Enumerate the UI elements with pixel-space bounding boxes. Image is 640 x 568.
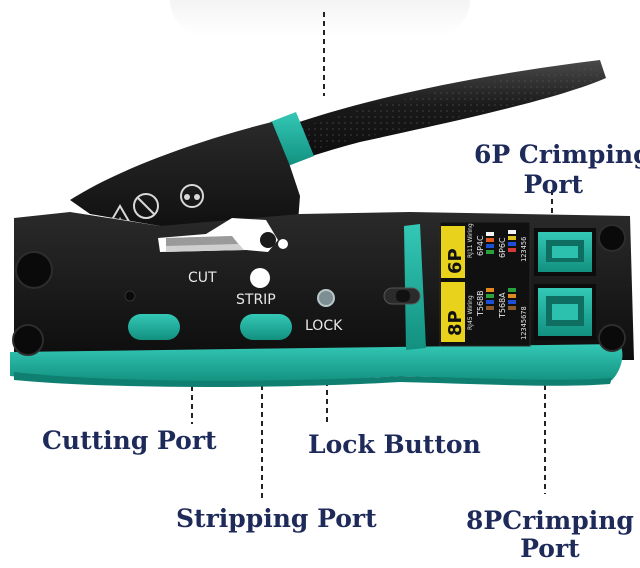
grip-texture — [300, 66, 600, 154]
callout-stripping-port: Stripping Port — [176, 504, 377, 533]
callout-6p-line2: Port — [523, 170, 584, 199]
callout-8p-crimping-port: 8PCrimping Port — [466, 506, 634, 564]
lock-label: LOCK — [305, 318, 343, 334]
six-p-4c-label: 6P4C — [476, 235, 485, 256]
eight-p-pins-label: 12345678 — [520, 306, 528, 340]
lower-handle — [10, 344, 623, 383]
screw-right-bottom — [598, 324, 626, 352]
six-p-wiring-label: RJ11 Wiring — [467, 223, 474, 258]
t568b-label: T568B — [476, 290, 485, 317]
lower-handle-shadow — [14, 372, 612, 387]
callout-8p-line1: 8PCrimping — [466, 506, 634, 535]
eight-p-crimping-port — [534, 284, 596, 340]
callout-8p-line2: Port — [520, 534, 580, 563]
left-teal-slot — [128, 314, 180, 340]
wire-color-swatches — [486, 230, 516, 310]
callout-lock-button: Lock Button — [308, 430, 481, 459]
callout-6p-line1: 6P Crimping — [474, 140, 640, 169]
screw-left-top — [15, 251, 53, 289]
callout-6p-crimping-port: 6P Crimping Port — [474, 140, 640, 200]
upper-jaw — [70, 122, 300, 240]
six-p-badge — [441, 226, 465, 278]
six-p-pins-label: 123456 — [520, 237, 528, 262]
glasses-icon — [180, 184, 204, 208]
screw-right-top — [598, 224, 626, 252]
eight-p-label: 8P — [445, 310, 466, 336]
eight-p-wiring-label: RJ45 Wiring — [467, 295, 474, 330]
six-p-6c-label: 6P6C — [498, 237, 507, 258]
t568a-label: T568A — [498, 292, 507, 319]
no-touch-icon — [133, 193, 159, 219]
lock-button — [317, 289, 335, 307]
cutting-port — [158, 218, 288, 252]
six-p-label: 6P — [445, 248, 466, 274]
eight-p-badge — [441, 282, 465, 342]
cut-notch — [250, 268, 270, 288]
screw-left-bottom — [12, 324, 44, 356]
six-p-crimping-port — [534, 228, 596, 276]
cut-label: CUT — [188, 270, 217, 286]
strip-label: STRIP — [236, 292, 276, 308]
handle-collar — [270, 112, 314, 166]
switch-knob — [396, 290, 410, 302]
top-highlight — [170, 0, 470, 36]
callout-cutting-port: Cutting Port — [42, 426, 217, 455]
stripping-port — [240, 314, 292, 340]
small-rivet — [124, 290, 136, 302]
right-teal-edge — [404, 224, 426, 350]
